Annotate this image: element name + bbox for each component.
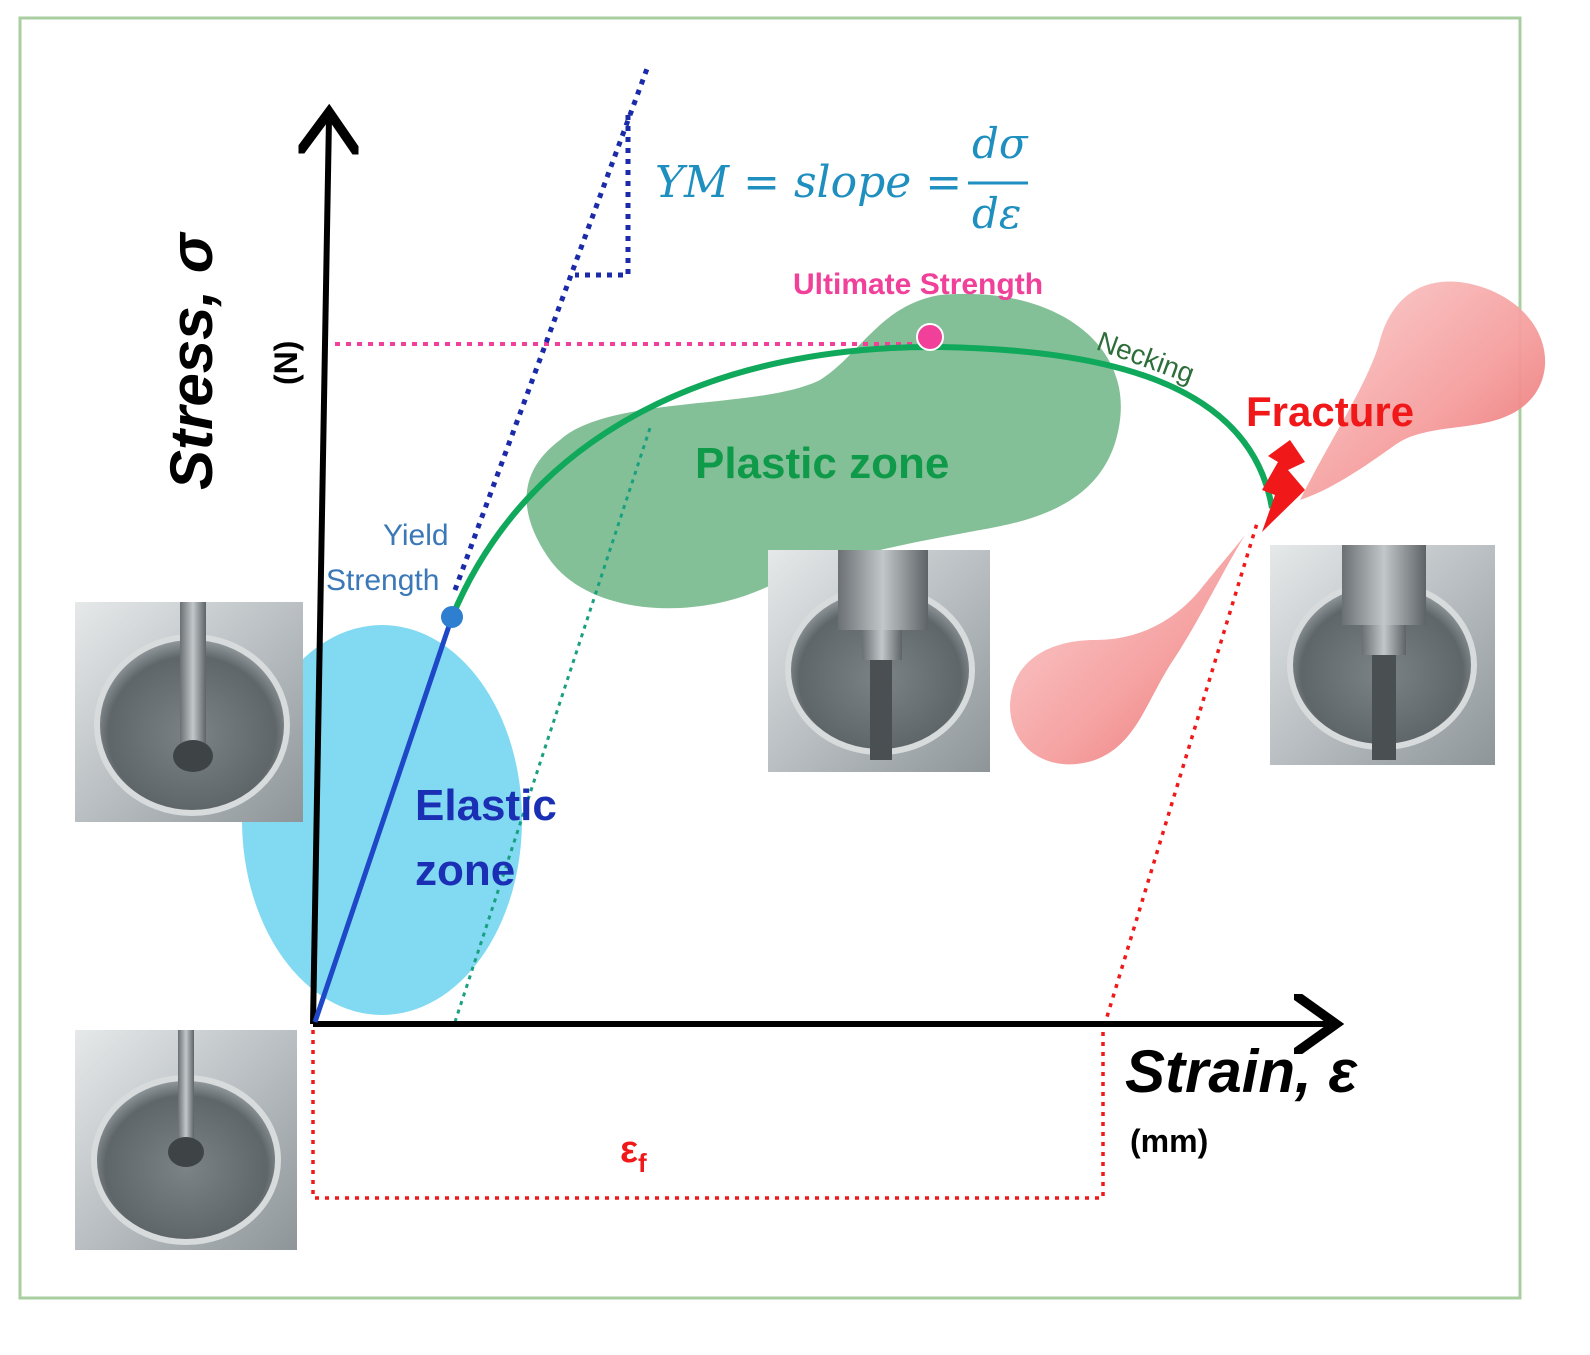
yield-strength-label-line2: Strength bbox=[326, 564, 439, 597]
specimen-photo-4 bbox=[1270, 545, 1495, 765]
yield-point bbox=[441, 606, 463, 628]
elastic-line bbox=[312, 616, 455, 1023]
plastic-zone-label: Plastic zone bbox=[695, 439, 949, 488]
specimen-photo-1 bbox=[75, 602, 303, 822]
plastic-zone-blob bbox=[526, 293, 1121, 609]
fracture-strain-main: ε bbox=[620, 1129, 638, 1171]
specimen-photo-3 bbox=[768, 550, 990, 772]
fracture-strain-bracket bbox=[311, 519, 1260, 1200]
formula-denominator: dε bbox=[972, 189, 1021, 238]
ultimate-strength-label: Ultimate Strength bbox=[793, 268, 1043, 301]
y-axis-unit: (N) bbox=[268, 341, 304, 385]
formula-left: YM = slope = bbox=[655, 157, 962, 208]
x-axis-label: Strain, ε bbox=[1125, 1038, 1358, 1105]
specimen-photo-2 bbox=[75, 1030, 297, 1250]
fracture-label: Fracture bbox=[1246, 388, 1414, 435]
x-axis-unit: (mm) bbox=[1130, 1123, 1208, 1159]
fracture-drop-upper bbox=[1300, 281, 1546, 500]
slope-line bbox=[452, 65, 651, 591]
formula-numerator: dσ bbox=[972, 119, 1029, 168]
fracture-strain-label: εf bbox=[620, 1129, 647, 1178]
ultimate-point bbox=[916, 323, 944, 351]
frame-border bbox=[18, 16, 1522, 1300]
plastic-curve bbox=[449, 343, 1275, 619]
elastic-zone-label-line2: zone bbox=[415, 846, 515, 895]
young-modulus-formula: YM = slope = dσ dε bbox=[655, 119, 1029, 238]
lightning-bolt-icon bbox=[1262, 440, 1305, 532]
yield-strength-label-line1: Yield bbox=[383, 519, 449, 552]
fracture-drop-lower bbox=[1010, 535, 1245, 765]
elastic-zone-label-line1: Elastic bbox=[415, 781, 557, 830]
y-axis bbox=[313, 118, 329, 1025]
y-axis-label: Stress, σ bbox=[158, 231, 225, 490]
fracture-strain-sub: f bbox=[638, 1148, 647, 1178]
